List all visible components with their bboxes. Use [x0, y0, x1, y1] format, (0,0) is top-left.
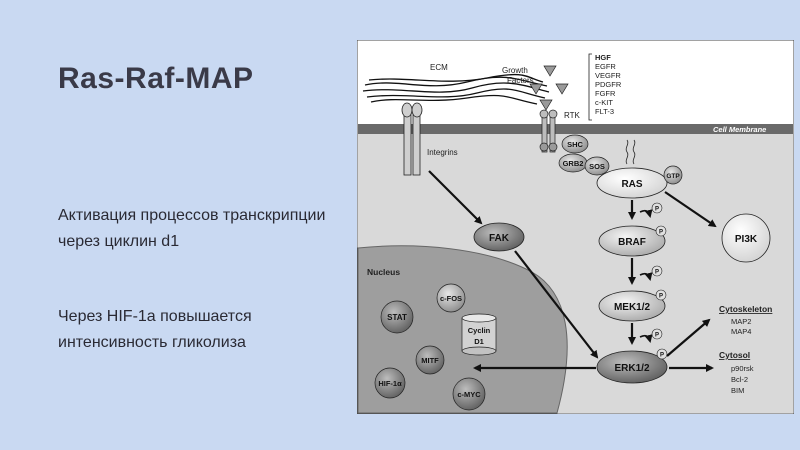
pi3k-node — [721, 213, 771, 263]
receptor-fgfr: FGFR — [595, 89, 616, 98]
sos-label: SOS — [589, 162, 605, 171]
growth-factors-label-2: Factors — [507, 76, 534, 85]
gtp-node — [663, 165, 683, 185]
cmyc-node — [452, 377, 486, 411]
cytosol-item-p90rsk: p90rsk — [731, 364, 754, 373]
grb2-label: GRB2 — [563, 159, 584, 168]
shc-label: SHC — [567, 140, 583, 149]
phospho-erk-bound — [656, 348, 668, 360]
receptor-egfr: EGFR — [595, 62, 616, 71]
phospho-braf: P — [639, 202, 663, 218]
arrow-erk-cytoskeleton — [666, 318, 711, 357]
cmyc-label: c-MYC — [457, 390, 481, 399]
cell-membrane-band — [358, 124, 793, 134]
cytosol-item-bcl2: Bcl-2 — [731, 375, 748, 384]
svg-text:P: P — [655, 333, 659, 339]
stat-label: STAT — [387, 313, 407, 322]
mitf-label: MITF — [421, 356, 439, 365]
cytosol-title: Cytosol — [719, 350, 750, 360]
mek-node — [598, 290, 666, 322]
receptor-pdgfr: PDGFR — [595, 80, 622, 89]
nucleus-label: Nucleus — [367, 267, 400, 277]
phospho-markers: P P P P P P — [639, 202, 668, 360]
growth-factors-label-1: Growth — [502, 66, 528, 75]
pathway-arrows — [428, 170, 717, 372]
arrow-integrin-fak — [428, 170, 483, 225]
svg-text:P: P — [655, 207, 659, 213]
cytoskeleton-item-map4: MAP4 — [731, 327, 751, 336]
hif-label: HIF-1α — [378, 379, 402, 388]
paragraph-cyclin: Активация процессов транскрипции через ц… — [58, 207, 326, 250]
fak-label: FAK — [489, 233, 510, 244]
stat-node — [380, 300, 414, 334]
phospho-braf-bound — [655, 225, 667, 237]
signal-squiggle — [625, 139, 636, 165]
arrow-fak-erk — [514, 250, 599, 359]
hif-node — [374, 367, 406, 399]
receptor-ckit: c-KIT — [595, 98, 613, 107]
cell-membrane-label: Cell Membrane — [713, 125, 766, 134]
arrow-ras-pi3k — [664, 191, 717, 228]
erk-node — [596, 350, 668, 384]
cytoskeleton-title: Cytoskeleton — [719, 304, 772, 314]
cytoskeleton-item-map2: MAP2 — [731, 317, 751, 326]
cytosol-item-bim: BIM — [731, 386, 744, 395]
slide-title: Ras-Raf-MAP — [58, 62, 254, 95]
receptor-bracket — [588, 53, 592, 121]
svg-text:P: P — [655, 270, 659, 276]
braf-node — [598, 225, 666, 257]
shc-node — [561, 134, 589, 154]
phospho-erk: P — [639, 328, 663, 343]
ras-label: RAS — [621, 179, 642, 190]
phospho-braf-bound-label: P — [659, 230, 663, 236]
pathway-diagram: Cell Membrane ECM Integrins Growth Facto… — [357, 40, 794, 414]
cyclin-d1-cylinder — [461, 313, 497, 356]
erk-label: ERK1/2 — [614, 363, 649, 374]
braf-label: BRAF — [618, 237, 646, 248]
ecm-fibers — [362, 73, 550, 105]
cfos-label: c-FOS — [440, 294, 462, 303]
cyclin-label-1: Cyclin — [468, 326, 491, 335]
receptor-list: HGF EGFR VEGFR PDGFR FGFR c-KIT FLT-3 — [595, 53, 622, 116]
rtk-receptor — [539, 109, 558, 153]
ras-raf-map-pathway-figure: Cell Membrane ECM Integrins Growth Facto… — [357, 40, 794, 414]
mitf-node — [415, 345, 445, 375]
ecm-label: ECM — [430, 63, 448, 72]
pi3k-label: PI3K — [735, 234, 758, 245]
gtp-label: GTP — [666, 173, 680, 180]
integrin-receptor — [401, 102, 423, 176]
integrins-label: Integrins — [427, 148, 458, 157]
cyclin-label-2: D1 — [474, 337, 484, 346]
fak-node — [473, 222, 525, 252]
paragraph-hif: Через HIF-1a повышается интенсивность гл… — [58, 308, 252, 351]
rtk-label: RTK — [564, 111, 581, 120]
receptor-hgf: HGF — [595, 53, 611, 62]
ras-node — [596, 167, 668, 199]
growth-factor-triangles — [529, 65, 569, 111]
receptor-flt3: FLT-3 — [595, 107, 614, 116]
phospho-erk-bound-label: P — [660, 353, 664, 359]
phospho-mek-bound-label: P — [659, 294, 663, 300]
phospho-mek: P — [639, 265, 663, 281]
mek-label: MEK1/2 — [614, 302, 651, 313]
receptor-vegfr: VEGFR — [595, 71, 621, 80]
phospho-mek-bound — [655, 289, 667, 301]
cfos-node — [436, 283, 466, 313]
sos-node — [584, 156, 610, 176]
